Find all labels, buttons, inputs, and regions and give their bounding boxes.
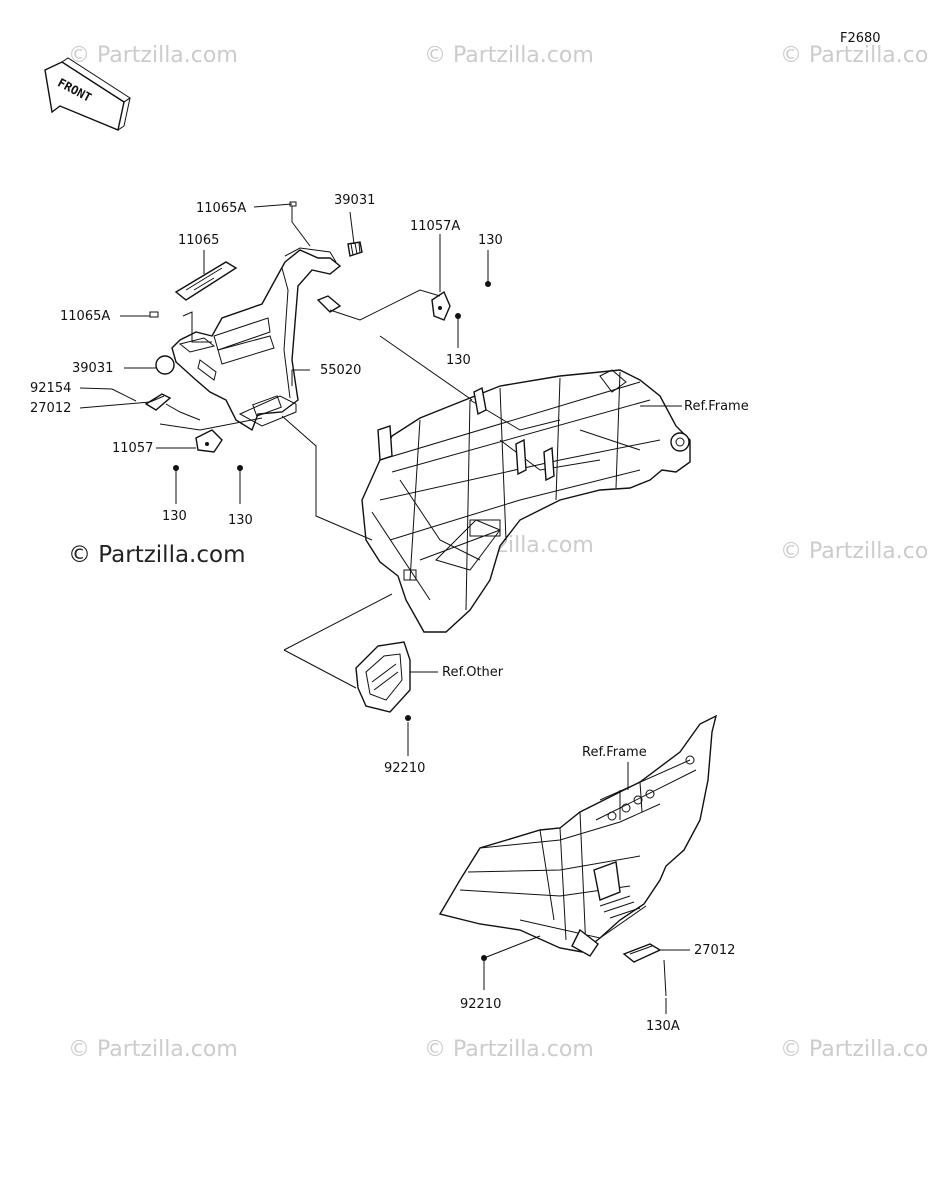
watermarks: © Partzilla.com © Partzilla.com © Partzi… <box>68 43 928 1062</box>
leader-lines <box>79 203 690 1014</box>
callout-labels: 11065A 39031 11065 130 11057A 11065A 130… <box>30 193 749 1034</box>
callout-130: 130 <box>446 353 471 368</box>
watermark: © Partzilla.com <box>424 43 594 68</box>
watermark: © Partzilla.com <box>424 1037 594 1062</box>
watermark: © Partzilla.com <box>780 539 928 564</box>
lower-frame <box>438 714 718 997</box>
callout-130: 130 <box>162 509 187 524</box>
callout-11065A: 11065A <box>196 201 246 216</box>
callout-92210: 92210 <box>460 997 501 1012</box>
callout-130A: 130A <box>646 1019 680 1034</box>
watermark: © Partzilla.com <box>68 43 238 68</box>
callout-11057A: 11057A <box>410 219 460 234</box>
callout-11065A: 11065A <box>60 309 110 324</box>
front-arrow-icon: FRONT <box>44 57 131 131</box>
front-guard-assembly <box>111 201 491 471</box>
callout-11065: 11065 <box>178 233 219 248</box>
skid-plate-ref-other <box>355 641 411 721</box>
watermark: © Partzilla.com <box>780 43 928 68</box>
callout-39031: 39031 <box>334 193 375 208</box>
callout-ref-frame: Ref.Frame <box>582 745 647 760</box>
watermark: © Partzilla.com <box>68 1037 238 1062</box>
callout-92154: 92154 <box>30 381 71 396</box>
callout-ref-other: Ref.Other <box>442 665 504 680</box>
callout-92210: 92210 <box>384 761 425 776</box>
main-frame <box>361 369 691 633</box>
callout-39031: 39031 <box>72 361 113 376</box>
watermark-main: © Partzilla.com <box>68 542 246 568</box>
callout-ref-frame: Ref.Frame <box>684 399 749 414</box>
callout-11057: 11057 <box>112 441 153 456</box>
figure-id: F2680 <box>840 31 881 46</box>
callout-27012: 27012 <box>30 401 71 416</box>
callout-55020: 55020 <box>320 363 361 378</box>
callout-130: 130 <box>478 233 503 248</box>
callout-27012: 27012 <box>694 943 735 958</box>
watermark: © Partzilla.com <box>780 1037 928 1062</box>
callout-130: 130 <box>228 513 253 528</box>
